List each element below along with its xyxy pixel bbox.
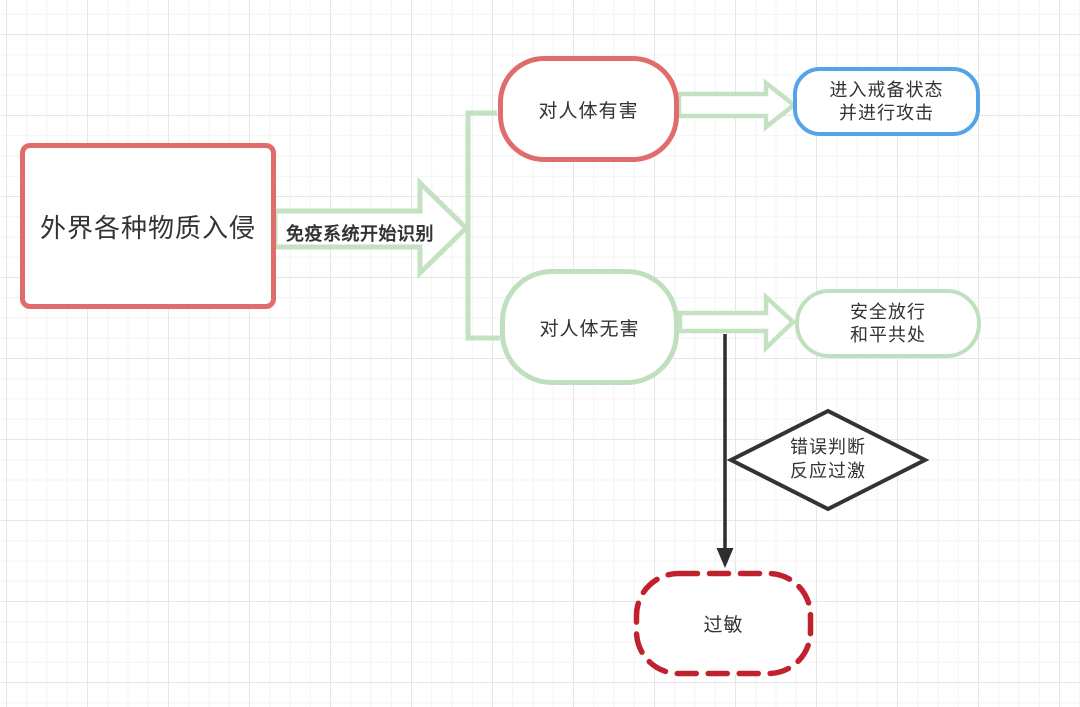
misjudge-diamond[interactable] xyxy=(726,408,930,512)
node-invasion[interactable]: 外界各种物质入侵 xyxy=(20,143,276,309)
branch-connector[interactable] xyxy=(465,110,500,341)
node-harmful[interactable]: 对人体有害 xyxy=(498,56,679,162)
node-attack-line1: 进入戒备状态 xyxy=(829,79,944,100)
misjudge-line1: 错误判断 xyxy=(790,437,866,457)
node-allergy-label: 过敏 xyxy=(703,615,744,636)
node-harmful-label: 对人体有害 xyxy=(538,100,639,122)
misjudge-arrowhead xyxy=(716,548,734,568)
harmful-to-attack-arrow[interactable] xyxy=(676,78,798,132)
misjudge-line2: 反应过激 xyxy=(790,461,866,481)
node-allergy[interactable]: 过敏 xyxy=(633,570,814,677)
node-invasion-label: 外界各种物质入侵 xyxy=(39,212,256,243)
misjudge-diamond-label: 错误判断 反应过激 xyxy=(760,435,896,483)
node-release[interactable]: 安全放行 和平共处 xyxy=(795,289,981,358)
node-release-line2: 和平共处 xyxy=(850,324,926,345)
node-attack[interactable]: 进入戒备状态 并进行攻击 xyxy=(793,67,980,136)
recognize-block-arrow[interactable] xyxy=(272,177,470,279)
allergy-dashed-border xyxy=(633,570,814,677)
harmless-to-release-arrow[interactable] xyxy=(677,291,797,354)
node-attack-line2: 并进行攻击 xyxy=(839,102,934,123)
node-harmless[interactable]: 对人体无害 xyxy=(500,269,679,385)
node-release-line1: 安全放行 xyxy=(850,301,926,322)
recognize-edge-label: 免疫系统开始识别 xyxy=(286,224,434,244)
node-harmless-label: 对人体无害 xyxy=(539,318,640,340)
